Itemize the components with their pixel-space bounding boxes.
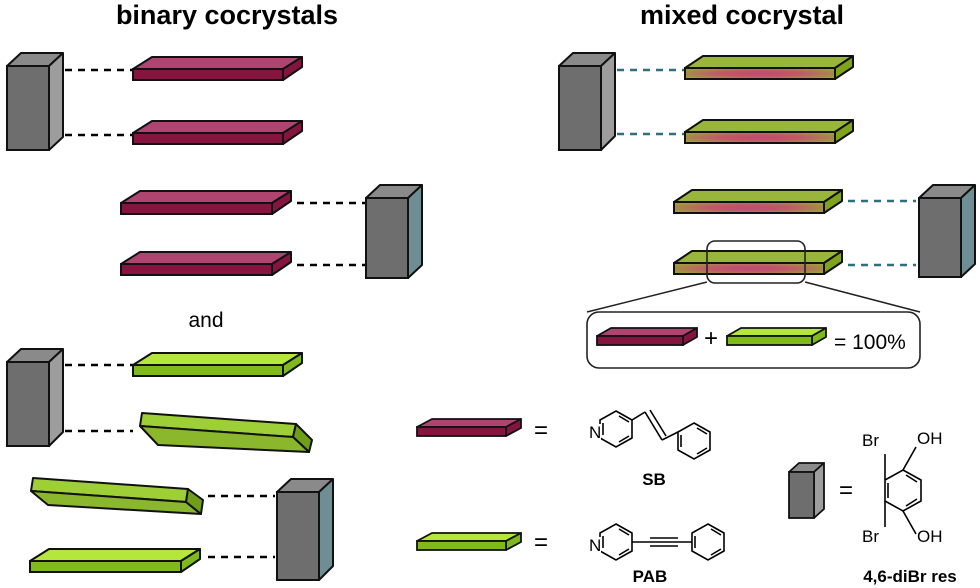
pab-label: PAB bbox=[633, 567, 668, 586]
legend-pab-plate bbox=[726, 327, 827, 346]
resorcinol-block bbox=[918, 184, 976, 278]
pab-plate bbox=[132, 352, 303, 377]
sb-plate bbox=[132, 120, 303, 145]
equals-sign: = bbox=[534, 417, 548, 444]
plus-sign: + bbox=[704, 325, 718, 352]
nitrogen-label-pab: N bbox=[589, 536, 601, 555]
pab-plate bbox=[29, 548, 201, 573]
title-mixed-cocrystal: mixed cocrystal bbox=[640, 0, 844, 30]
pab-plate-tilted bbox=[139, 412, 313, 453]
mixed-plate bbox=[673, 250, 843, 275]
pab-structure bbox=[599, 523, 725, 561]
zoom-line bbox=[586, 281, 708, 313]
sb-plate bbox=[120, 190, 292, 215]
key-pab-plate bbox=[416, 532, 522, 551]
sb-plate bbox=[132, 56, 303, 81]
equals-100-percent: = 100% bbox=[834, 331, 906, 354]
mixed-plate bbox=[684, 55, 854, 80]
resorcinol-block bbox=[6, 348, 64, 447]
mixed-plate bbox=[684, 119, 854, 144]
zoom-highlight bbox=[706, 240, 806, 284]
pab-plate-tilted bbox=[30, 477, 204, 515]
sb-label: SB bbox=[642, 470, 666, 489]
resorcinol-block bbox=[558, 52, 616, 151]
sb-structure bbox=[599, 409, 711, 460]
hydroxyl-label-top: OH bbox=[917, 429, 943, 448]
bromine-label-top: Br bbox=[862, 431, 879, 450]
and-label: and bbox=[188, 309, 223, 332]
equals-sign: = bbox=[534, 529, 548, 556]
equals-sign: = bbox=[839, 477, 853, 504]
key-resorcinol-block bbox=[788, 462, 825, 519]
sb-plate bbox=[120, 251, 292, 276]
nitrogen-label-sb: N bbox=[589, 423, 601, 442]
resorcinol-block bbox=[6, 52, 64, 151]
bromine-label-bottom: Br bbox=[862, 527, 879, 546]
hydroxyl-label-bottom: OH bbox=[917, 527, 943, 546]
mixed-plate bbox=[673, 189, 843, 214]
legend-sb-plate bbox=[596, 327, 698, 346]
zoom-line bbox=[804, 281, 921, 313]
resorcinol-structure bbox=[884, 446, 922, 535]
res-label: 4,6-diBr res bbox=[863, 567, 957, 586]
key-sb-plate bbox=[416, 418, 522, 437]
title-binary-cocrystals: binary cocrystals bbox=[116, 0, 338, 30]
resorcinol-block bbox=[365, 184, 423, 279]
resorcinol-block bbox=[276, 478, 334, 581]
